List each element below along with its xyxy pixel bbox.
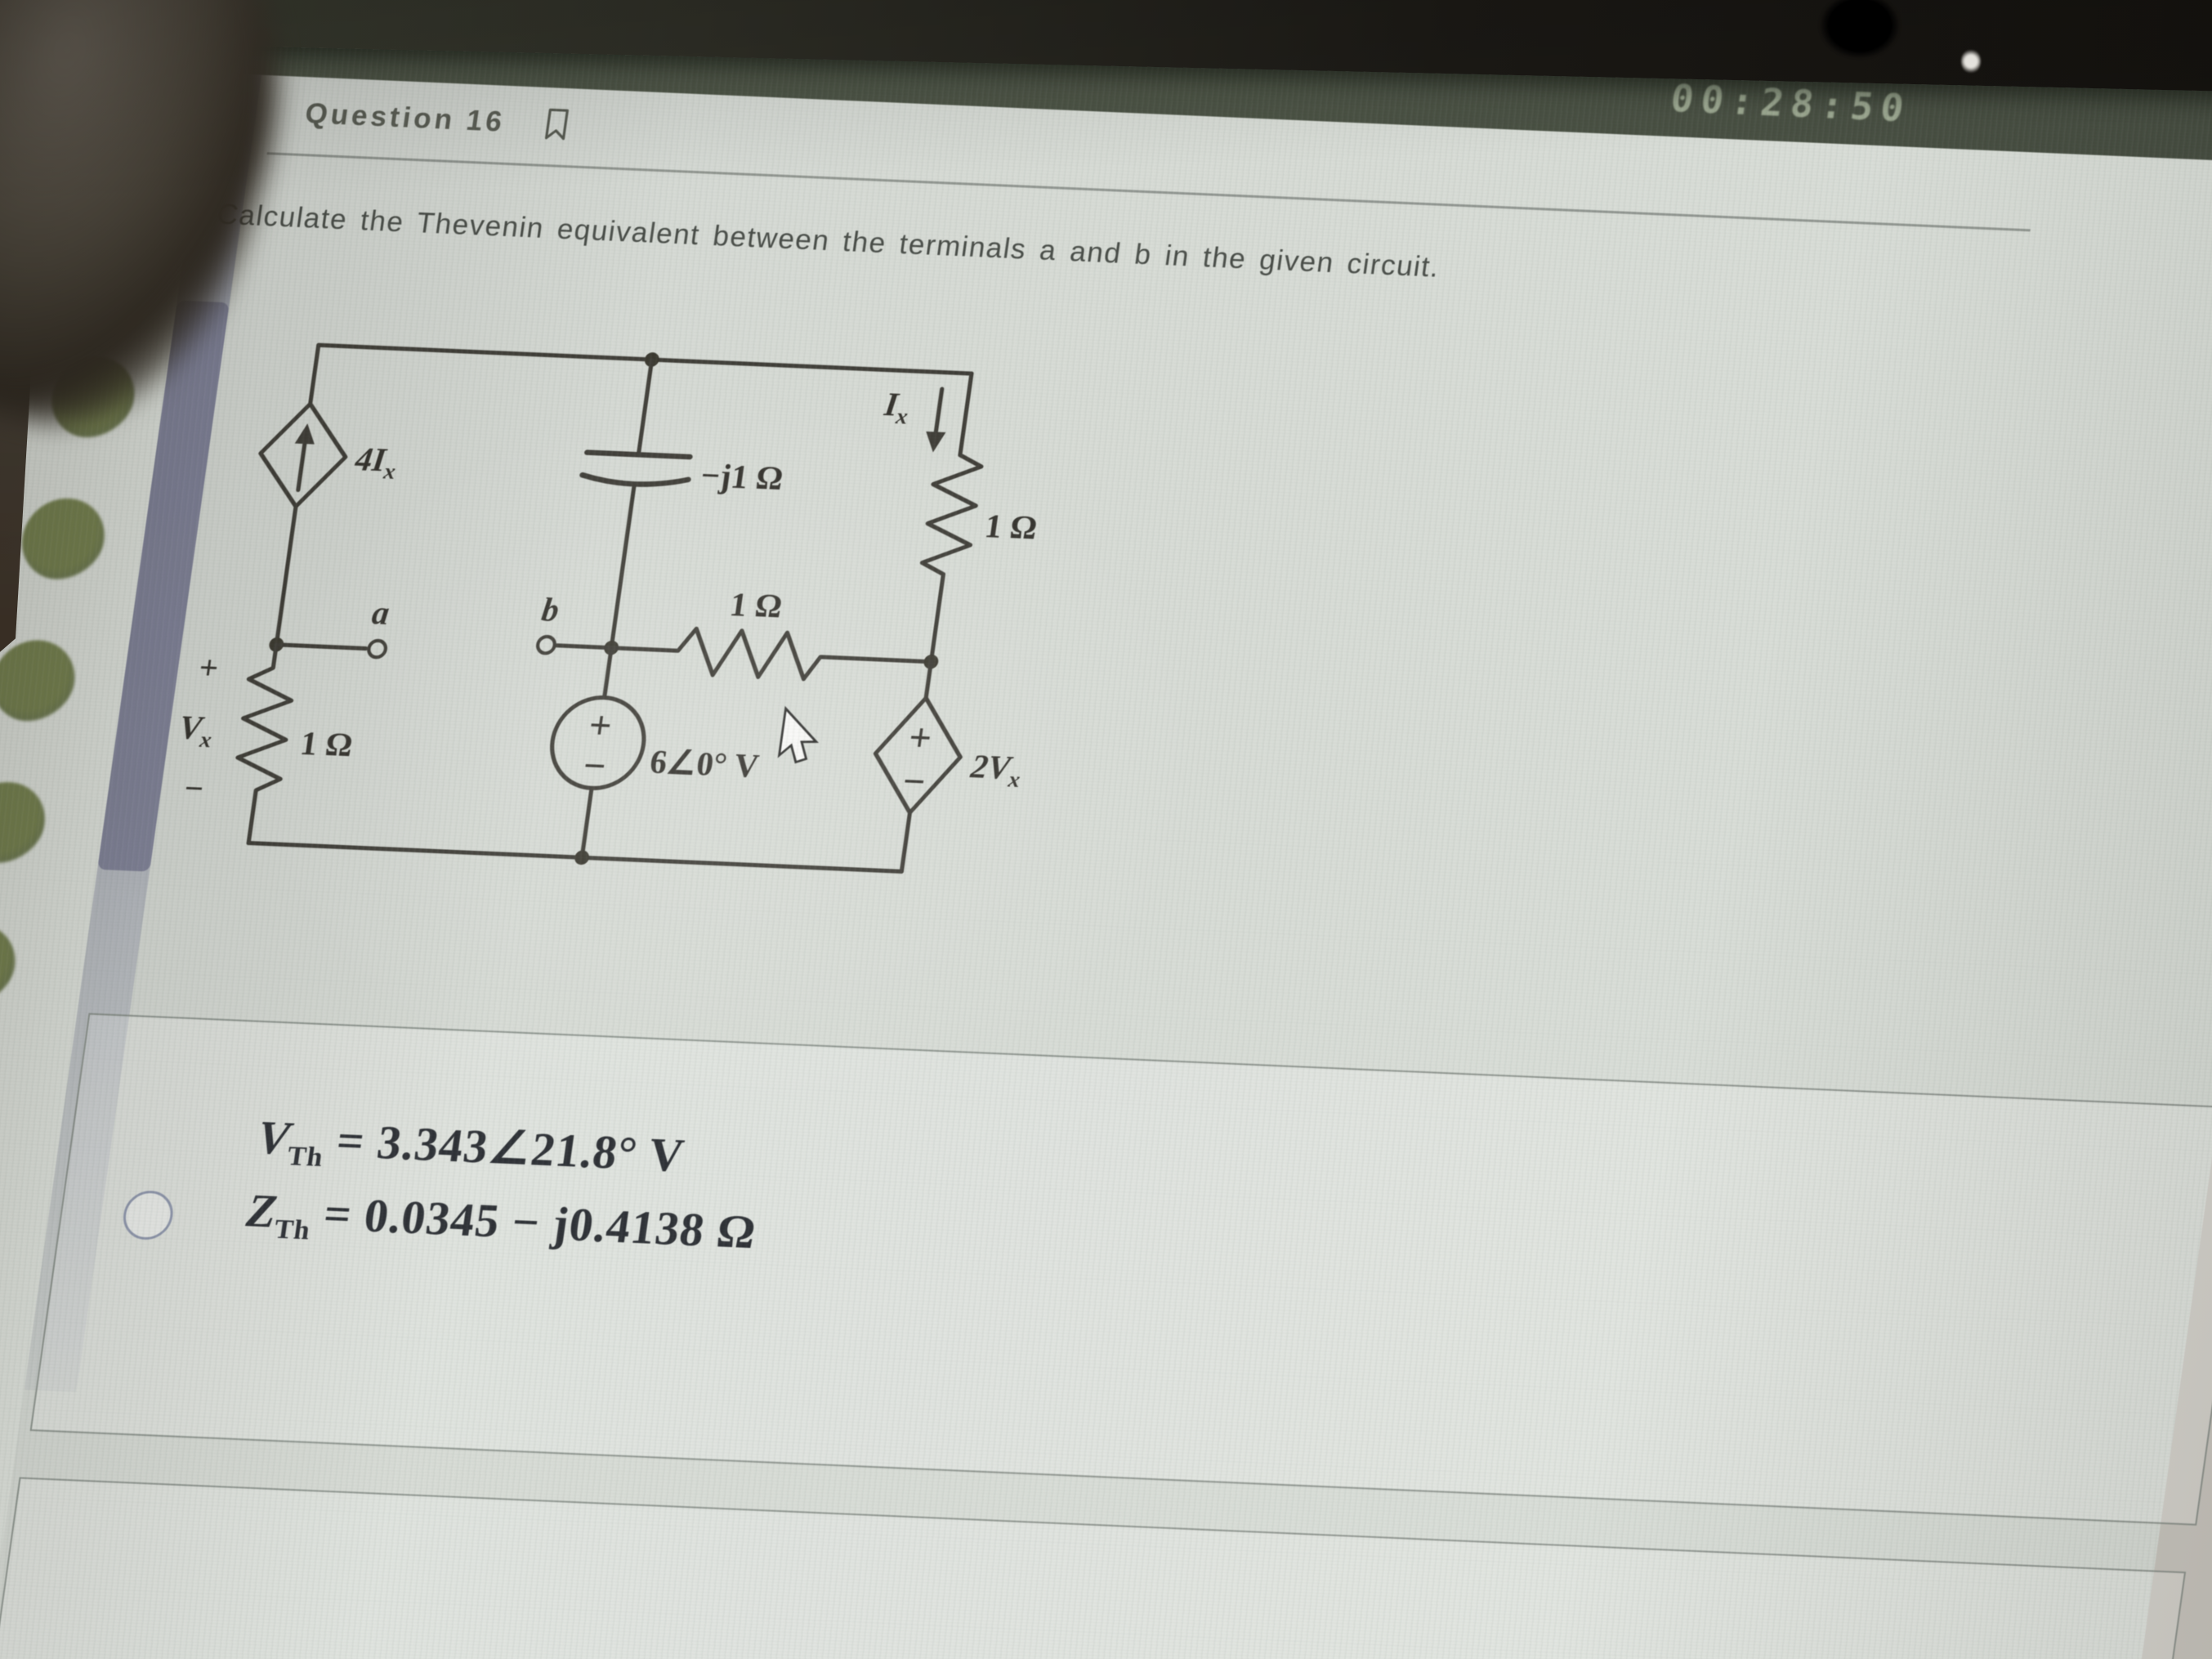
answer-option[interactable]: VTh= 3.343∠21.8° V ZTh= 0.0345 − j0.4138…	[29, 1013, 2212, 1526]
resistor-left-symbol	[235, 642, 294, 846]
branch-current-arrow	[933, 387, 945, 438]
label-resistor-right: 1 Ω	[983, 508, 1040, 546]
option-radio[interactable]	[120, 1189, 177, 1241]
resistor-right-symbol	[919, 442, 984, 664]
reflection-glint	[1961, 49, 1981, 74]
bookmark-icon[interactable]	[542, 107, 573, 142]
branch-current-arrowhead	[926, 432, 946, 453]
current-source-arrowhead	[294, 423, 315, 445]
label-dependent-current-source: 4Ix	[351, 440, 400, 485]
capacitor-plate	[584, 449, 693, 460]
node-dot	[574, 850, 589, 865]
question-nav-item[interactable]	[16, 496, 110, 582]
current-source-arrow	[296, 437, 308, 493]
circuit-diagram: + − + − 4Ix a b −j1 Ω 1 Ω	[176, 342, 1040, 874]
label-branch-current: Ix	[881, 386, 912, 429]
voltage-source-minus: −	[580, 745, 609, 789]
front-camera	[1817, 0, 1902, 60]
dep-source-plus: +	[906, 716, 935, 760]
label-vx-plus: +	[197, 649, 221, 686]
question-header: Question 16	[254, 75, 2212, 214]
resistor-middle-symbol	[609, 626, 933, 682]
terminal-a	[367, 638, 388, 660]
exam-timer: 00:28:50	[1668, 76, 1915, 131]
terminal-b	[536, 634, 556, 655]
label-vx-minus: −	[182, 770, 207, 807]
question-panel: Question 16 Calculate the Thevenin equiv…	[0, 75, 2212, 1659]
label-vx: Vx	[176, 709, 215, 753]
label-capacitor: −j1 Ω	[699, 457, 785, 497]
mouse-cursor	[777, 705, 820, 764]
label-terminal-b: b	[539, 591, 561, 628]
option-equations: VTh= 3.343∠21.8° V ZTh= 0.0345 − j0.4138…	[242, 1101, 771, 1269]
label-dependent-voltage-source: 2Vx	[967, 748, 1024, 793]
voltage-source-plus: +	[586, 704, 614, 748]
label-terminal-a: a	[370, 594, 392, 632]
question-title: Question 16	[303, 97, 507, 138]
label-resistor-left: 1 Ω	[298, 725, 355, 763]
question-nav-item[interactable]	[0, 638, 80, 724]
question-nav-item[interactable]	[0, 780, 51, 865]
label-resistor-middle: 1 Ω	[728, 586, 785, 624]
label-voltage-source: 6∠0° V	[648, 743, 762, 784]
question-text: Calculate the Thevenin equivalent betwee…	[215, 198, 1442, 284]
question-nav-item[interactable]	[0, 922, 20, 1008]
